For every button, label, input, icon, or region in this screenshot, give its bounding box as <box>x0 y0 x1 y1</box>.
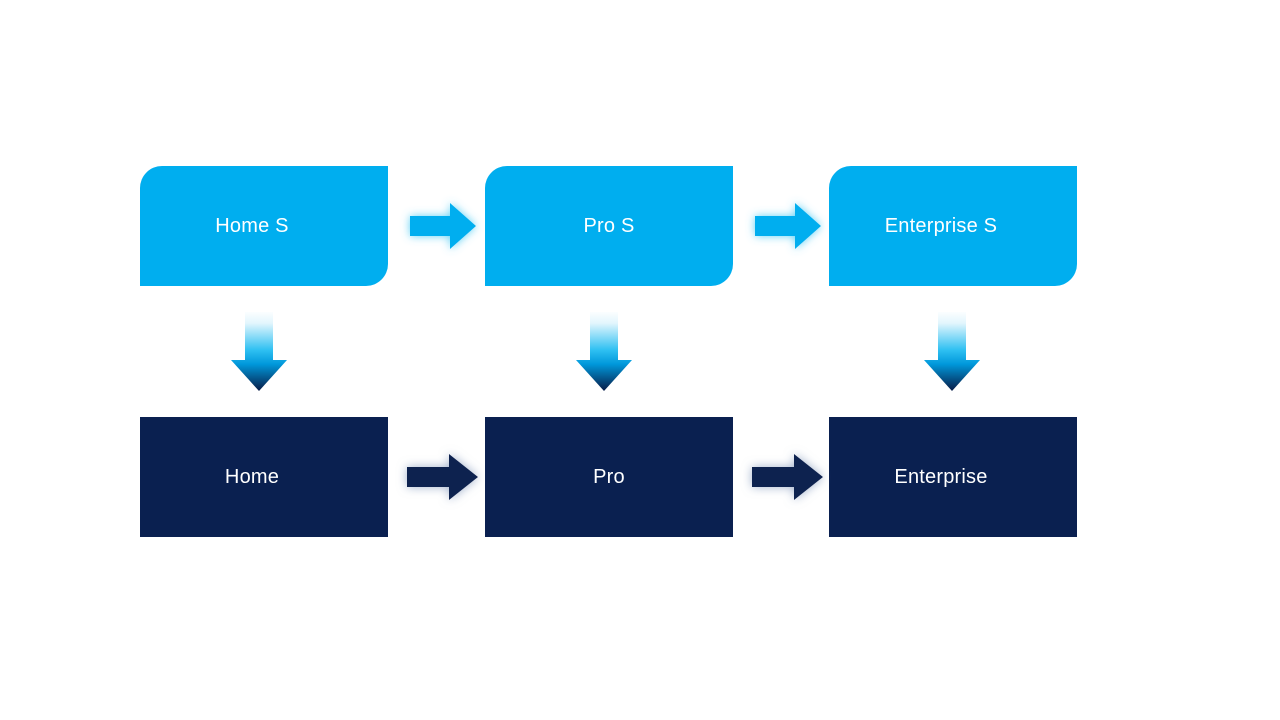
arrow-down-pro-s-to-pro[interactable] <box>574 312 634 392</box>
arrow-right-glyph <box>755 203 821 249</box>
node-pro-s[interactable]: Pro S <box>485 166 733 286</box>
node-home-s[interactable]: Home S <box>140 166 388 286</box>
arrow-right-home-s-to-pro-s[interactable] <box>408 200 478 252</box>
node-enterprise-s[interactable]: Enterprise S <box>829 166 1077 286</box>
node-label: Pro S <box>583 215 635 237</box>
node-label: Home S <box>215 215 289 237</box>
node-label: Pro <box>593 466 625 488</box>
arrow-down-glyph <box>924 312 980 391</box>
arrow-down-enterprise-s-to-enterprise[interactable] <box>922 312 982 392</box>
node-pro[interactable]: Pro <box>485 417 733 537</box>
node-label: Enterprise S <box>884 215 998 237</box>
node-label: Enterprise <box>894 466 988 488</box>
arrow-right-glyph <box>407 454 478 500</box>
arrow-right-glyph <box>410 203 476 249</box>
arrow-right-pro-s-to-enterprise-s[interactable] <box>753 200 823 252</box>
arrow-right-glyph <box>752 454 823 500</box>
arrow-down-glyph <box>576 312 632 391</box>
node-label: Home <box>224 466 280 488</box>
arrow-right-home-to-pro[interactable] <box>403 451 481 503</box>
arrow-right-pro-to-enterprise[interactable] <box>748 451 826 503</box>
arrow-down-glyph <box>231 312 287 391</box>
arrow-down-home-s-to-home[interactable] <box>229 312 289 392</box>
node-enterprise[interactable]: Enterprise <box>829 417 1077 537</box>
node-home[interactable]: Home <box>140 417 388 537</box>
